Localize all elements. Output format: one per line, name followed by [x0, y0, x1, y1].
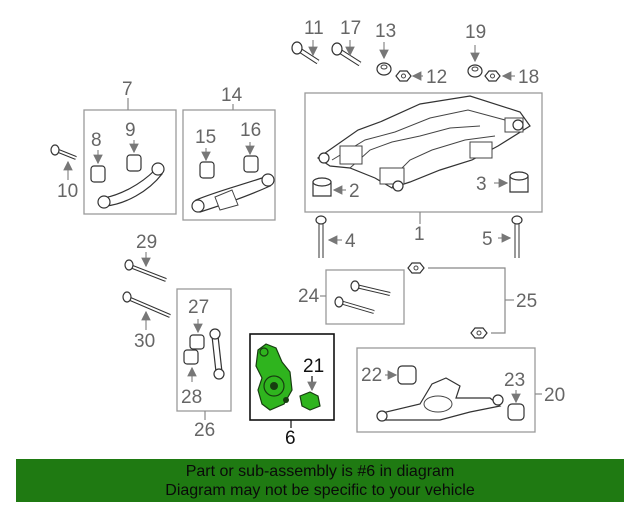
callout-10: 10: [57, 181, 78, 202]
mount-bushing-2-icon: [312, 177, 332, 197]
callout-24: 24: [298, 286, 320, 307]
nut-18-icon: [484, 70, 501, 82]
bolt-11-icon: [291, 41, 320, 65]
nut-25-upper-icon: [407, 262, 425, 274]
upper-link-14-icon: [191, 155, 275, 213]
lower-arm-20-icon: [376, 365, 525, 422]
callout-2: 2: [349, 181, 360, 202]
bolt-5-icon: [511, 215, 523, 258]
bolt-10-icon: [50, 144, 77, 160]
callout-20: 20: [544, 385, 565, 406]
callout-29: 29: [136, 232, 157, 253]
callout-8: 8: [91, 130, 102, 151]
callout-13: 13: [375, 21, 396, 42]
group-box-7: [83, 109, 177, 215]
group-box-26: [176, 288, 232, 412]
parts-diagram: 11 17 13 12 19 18 7 8 9: [50, 18, 565, 449]
bolt-30-icon: [122, 291, 171, 318]
group-box-14: [182, 109, 276, 221]
callout-4: 4: [345, 231, 356, 252]
mount-bushing-3-icon: [509, 171, 529, 193]
callout-28: 28: [181, 387, 202, 408]
nut-25-lower-icon: [470, 327, 488, 339]
upper-link-7-icon: [90, 154, 165, 209]
callout-19: 19: [465, 22, 486, 43]
knuckle-6-highlighted-icon: [255, 343, 321, 411]
toe-link-26-icon: [183, 328, 225, 380]
bushing-19-icon: [467, 64, 483, 78]
group-box-1: [304, 92, 543, 213]
callout-26: 26: [194, 420, 215, 441]
nut-12-icon: [395, 70, 412, 82]
bushing-13-icon: [376, 62, 392, 76]
callout-1: 1: [414, 224, 425, 245]
bolt-29-icon: [124, 259, 167, 282]
callout-9: 9: [125, 120, 136, 141]
callout-7: 7: [122, 79, 133, 100]
callout-5: 5: [482, 229, 493, 250]
callout-23: 23: [504, 370, 525, 391]
callout-12: 12: [426, 67, 447, 88]
callout-11: 11: [304, 18, 324, 39]
subframe-1-icon: [316, 95, 531, 192]
callout-30: 30: [134, 331, 155, 352]
callout-18: 18: [518, 67, 539, 88]
callout-3: 3: [476, 174, 487, 195]
bolt-4-icon: [315, 215, 327, 258]
callout-17: 17: [340, 18, 361, 39]
callout-14: 14: [221, 85, 243, 106]
info-banner-line-1: Part or sub-assembly is #6 in diagram: [185, 462, 455, 480]
callout-25: 25: [516, 291, 537, 312]
callout-27: 27: [188, 297, 209, 318]
callout-21: 21: [303, 356, 324, 377]
callout-15: 15: [195, 127, 216, 148]
group-box-6: [249, 333, 335, 421]
bolt-17-icon: [331, 42, 362, 67]
callout-6: 6: [285, 428, 296, 449]
info-banner-line-2: Diagram may not be specific to your vehi…: [165, 481, 475, 499]
group-box-24: [325, 269, 405, 325]
info-banner: Part or sub-assembly is #6 in diagram Di…: [16, 459, 624, 502]
bolts-24-icon: [334, 280, 391, 314]
group-box-20: [356, 347, 536, 433]
callout-22: 22: [361, 365, 382, 386]
callout-16: 16: [240, 120, 261, 141]
